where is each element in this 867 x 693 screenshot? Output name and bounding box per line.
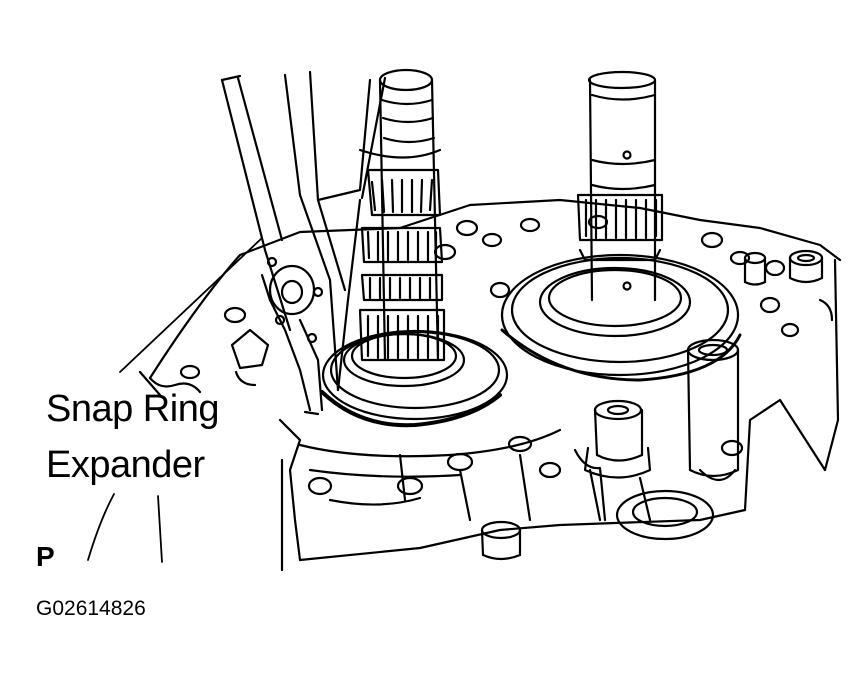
view-letter: P	[36, 541, 55, 572]
figure-code: G02614826	[36, 597, 146, 620]
case-housing	[138, 198, 842, 572]
snap-ring-expander-tool	[220, 70, 387, 416]
callout-label-line-1: Snap Ring	[46, 388, 219, 430]
callout-leader-lines	[87, 237, 263, 563]
dowel-posts	[480, 249, 824, 561]
callout-label-line-2: Expander	[46, 444, 205, 486]
output-shaft	[500, 70, 742, 382]
input-shaft	[320, 68, 509, 428]
